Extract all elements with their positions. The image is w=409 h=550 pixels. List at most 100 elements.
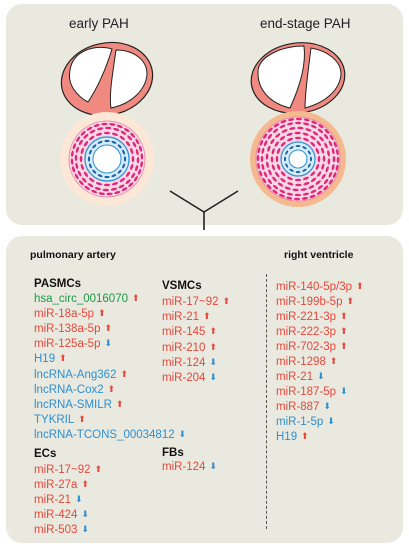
- pasmcs-entry: H19⬆: [34, 354, 67, 366]
- entry-label: miR-17~92: [34, 464, 91, 476]
- up-arrow-icon: ⬆: [81, 479, 90, 489]
- entry-label: miR-145: [162, 326, 206, 339]
- pasmcs-entry: lncRNA-Ang362⬆: [34, 368, 129, 382]
- up-arrow-icon: ⬆: [115, 398, 124, 409]
- entry-label: miR-210: [162, 341, 206, 354]
- up-arrow-icon: ⬆: [107, 383, 116, 394]
- entry-label: hsa_circ_0016070: [34, 293, 128, 305]
- rv-entry: miR-222-3p⬆: [276, 326, 348, 339]
- right-ventricle-heading: right ventricle: [284, 249, 354, 261]
- vsmcs-entry: miR-204⬇: [162, 372, 218, 385]
- pasmcs-entry: miR-125a-5p⬇: [34, 339, 112, 351]
- heart-illustrations: [60, 41, 346, 230]
- up-arrow-icon: ⬆: [301, 431, 309, 441]
- rv-entry: miR-221-3p⬆: [276, 311, 348, 324]
- entry-label: miR-124: [162, 356, 206, 369]
- down-arrow-icon: ⬇: [209, 461, 218, 471]
- vsmcs-entry: miR-145⬆: [162, 327, 217, 339]
- vsmcs-entry: miR-124⬇: [162, 356, 218, 370]
- entry-label: miR-199b-5p: [276, 296, 343, 308]
- early-vessel-icon: [60, 112, 154, 206]
- entry-label: miR-222-3p: [276, 326, 337, 338]
- vsmcs-entry: miR-21⬆: [162, 311, 211, 324]
- ecs-entry: miR-21⬇: [34, 494, 83, 507]
- up-arrow-icon: ⬆: [120, 368, 129, 379]
- end-stage-pah-title: end-stage PAH: [260, 16, 351, 31]
- entry-label: lncRNA-Ang362: [34, 368, 117, 381]
- entry-label: miR-27a: [34, 479, 78, 491]
- up-arrow-icon: ⬆: [104, 323, 113, 334]
- down-arrow-icon: ⬇: [75, 494, 83, 504]
- down-arrow-icon: ⬇: [209, 356, 218, 367]
- up-arrow-icon: ⬆: [132, 293, 140, 303]
- pasmcs-heading: PASMCs: [34, 278, 82, 290]
- down-arrow-icon: ⬇: [327, 416, 335, 426]
- rv-entry: miR-1298⬆: [276, 356, 337, 369]
- rv-entry: miR-187-5p⬇: [276, 386, 348, 399]
- entry-label: H19: [276, 431, 298, 443]
- up-arrow-icon: ⬆: [203, 311, 211, 322]
- entry-label: miR-1-5p: [276, 416, 324, 428]
- entry-label: miR-424: [34, 509, 78, 521]
- rv-entry: miR-887⬇: [276, 401, 332, 414]
- rv-entry: miR-1-5p⬇: [276, 416, 335, 429]
- rv-entry: miR-199b-5p⬆: [276, 296, 355, 309]
- entry-label: miR-204: [162, 372, 206, 384]
- entry-label: miR-21: [162, 311, 200, 324]
- entry-label: miR-1298: [276, 356, 326, 368]
- ecs-entry: miR-424⬇: [34, 509, 90, 522]
- rv-entry: H19⬆: [276, 431, 309, 444]
- entry-label: miR-125a-5p: [34, 338, 101, 351]
- entry-label: miR-187-5p: [276, 386, 337, 398]
- entry-label: miR-887: [276, 401, 320, 413]
- pasmcs-entry: miR-138a-5p⬆: [34, 323, 113, 336]
- entry-label: lncRNA-Cox2: [34, 383, 104, 396]
- rv-entry: miR-702-3p⬆: [276, 341, 348, 354]
- pasmcs-entry: TYKRIL⬆: [34, 413, 86, 427]
- rv-entry: miR-21⬇: [276, 371, 325, 384]
- entry-label: miR-140-5p/3p: [276, 281, 353, 293]
- ecs-entry: miR-503⬇: [34, 524, 89, 537]
- bottom-panel: [6, 236, 403, 543]
- entry-label: miR-21: [276, 371, 314, 383]
- up-arrow-icon: ⬆: [209, 326, 218, 337]
- vsmcs-entry: miR-17~92⬆: [162, 296, 230, 309]
- up-arrow-icon: ⬆: [98, 308, 106, 319]
- entry-label: lncRNA-TCONS_00034812: [34, 428, 175, 441]
- down-arrow-icon: ⬇: [81, 509, 90, 519]
- vsmcs-entry: miR-210⬆: [162, 341, 217, 355]
- ecs-heading: ECs: [34, 448, 57, 460]
- pasmcs-entry: lncRNA-Cox2⬆: [34, 383, 116, 397]
- entry-label: miR-18a-5p: [34, 308, 95, 321]
- down-arrow-icon: ⬇: [323, 401, 332, 411]
- down-arrow-icon: ⬇: [178, 428, 187, 439]
- up-arrow-icon: ⬆: [346, 296, 355, 306]
- down-arrow-icon: ⬇: [209, 372, 218, 382]
- down-arrow-icon: ⬇: [340, 386, 348, 396]
- entry-label: miR-21: [34, 494, 72, 506]
- entry-label: miR-17~92: [162, 296, 219, 308]
- up-arrow-icon: ⬆: [340, 326, 348, 336]
- entry-label: TYKRIL: [34, 413, 75, 426]
- pasmcs-entry: lncRNA-TCONS_00034812⬇: [34, 428, 187, 442]
- ecs-entry: miR-17~92⬆: [34, 464, 103, 477]
- up-arrow-icon: ⬆: [59, 353, 67, 364]
- fbs-entry: miR-124⬇: [162, 461, 218, 474]
- column-divider: [266, 274, 267, 529]
- up-arrow-icon: ⬆: [94, 464, 103, 474]
- fbs-heading: FBs: [162, 447, 184, 459]
- pasmcs-entry: hsa_circ_0016070 ⬆: [34, 293, 140, 306]
- pasmcs-entry: lncRNA-SMILR⬆: [34, 398, 124, 412]
- entry-label: H19: [34, 353, 56, 366]
- entry-label: miR-221-3p: [276, 311, 337, 323]
- rv-entry: miR-140-5p/3p⬆: [276, 281, 364, 294]
- vsmcs-heading: VSMCs: [162, 280, 202, 292]
- entry-label: miR-702-3p: [276, 341, 337, 353]
- down-arrow-icon: ⬇: [104, 338, 113, 349]
- pulmonary-artery-heading: pulmonary artery: [30, 249, 116, 261]
- entry-label: lncRNA-SMILR: [34, 398, 112, 411]
- ecs-entry: miR-27a⬆: [34, 479, 90, 492]
- early-pah-title: early PAH: [69, 16, 129, 31]
- down-arrow-icon: ⬇: [317, 371, 325, 381]
- up-arrow-icon: ⬆: [78, 413, 86, 424]
